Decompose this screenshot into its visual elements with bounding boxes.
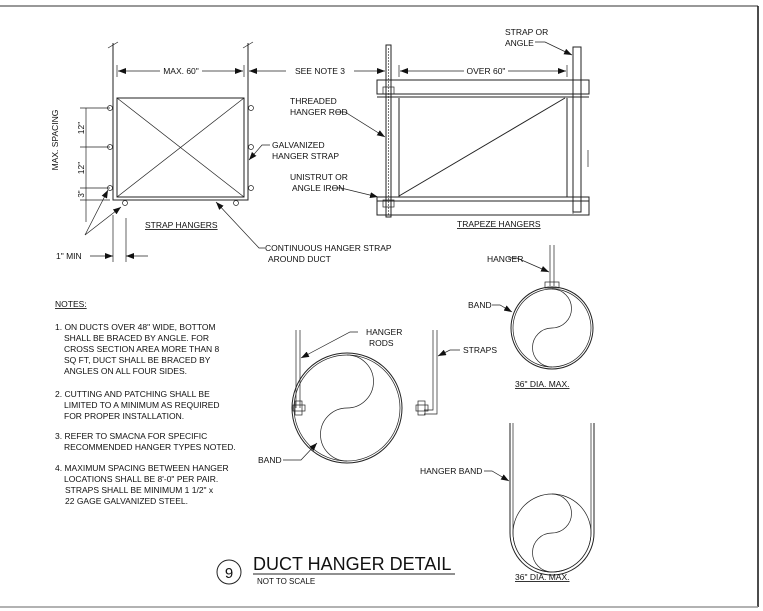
note-line: 22 GAGE GALVANIZED STEEL. [65,496,188,506]
note-line: 4. MAXIMUM SPACING BETWEEN HANGER [55,463,229,473]
note-line: 1. ON DUCTS OVER 48" WIDE, BOTTOM [55,322,216,332]
strap-hangers-title: STRAP HANGERS [145,220,218,230]
note-line: RECOMMENDED HANGER TYPES NOTED. [64,442,236,452]
note-line: FOR PROPER INSTALLATION. [64,411,184,421]
hanger-rods-label-2: RODS [369,338,394,348]
spacing-dim-2: 12" [76,162,86,174]
dia-max-label: 36" DIA. MAX. [515,379,570,389]
detail-number: 9 [225,565,233,582]
hanger-band-label: HANGER BAND [420,466,482,476]
notes-block: NOTES: 1. ON DUCTS OVER 48" WIDE, BOTTOM… [55,299,236,506]
min-label: 1" MIN [56,251,82,261]
note-line: STRAPS SHALL BE MINIMUM 1 1/2" x [65,485,214,495]
threaded-rod-label-2: HANGER ROD [290,107,348,117]
note-line: 3. REFER TO SMACNA FOR SPECIFIC [55,431,207,441]
unistrut-label-2: ANGLE IRON [292,183,344,193]
screw-icons [107,105,254,206]
see-note-label: SEE NOTE 3 [295,66,345,76]
strap-width-dim: MAX. 60" [163,66,199,76]
hanger-label: HANGER [487,254,523,264]
strap-angle-label-1: STRAP OR [505,27,548,37]
galvanized-label-2: HANGER STRAP [272,151,339,161]
straps-label: STRAPS [463,345,497,355]
sheet-border [0,5,759,608]
note-line: SQ FT, DUCT SHALL BE BRACED BY [64,355,211,365]
trapeze-hanger-detail: OVER 60" TRAPEZE HANGERS THREADED HANGER… [290,27,590,229]
threaded-rod-label-1: THREADED [290,96,337,106]
band-label: BAND [468,300,492,310]
note-line: CROSS SECTION AREA MORE THAN 8 [64,344,220,354]
spacing-dim-1: 12" [76,122,86,134]
note-line: SHALL BE BRACED BY ANGLE. FOR [64,333,209,343]
round-duct-bottom: HANGER BAND 36" DIA. MAX. [420,423,595,582]
note-line: LOCATIONS SHALL BE 8'-0" PER PAIR. [64,474,218,484]
scale-label: NOT TO SCALE [257,577,315,586]
strap-angle-label-2: ANGLE [505,38,534,48]
detail-title: DUCT HANGER DETAIL [253,554,451,574]
dia-max-label: 36" DIA. MAX. [515,572,570,582]
note-line: 2. CUTTING AND PATCHING SHALL BE [55,389,210,399]
continuous-strap-label-2: AROUND DUCT [268,254,331,264]
spacing-dim-3: 3" [77,190,86,197]
band-label: BAND [258,455,282,465]
round-duct-top: HANGER BAND 36" DIA. MAX. [468,245,594,389]
max-spacing-label: MAX. SPACING [50,110,60,171]
galvanized-label-1: GALVANIZED [272,140,325,150]
note-line: LIMITED TO A MINIMUM AS REQUIRED [64,400,220,410]
note-line: ANGLES ON ALL FOUR SIDES. [64,366,187,376]
continuous-strap-label-1: CONTINUOUS HANGER STRAP [265,243,392,253]
trapeze-width-dim: OVER 60" [467,66,506,76]
round-duct-large: HANGER RODS STRAPS BAND [258,327,497,465]
strap-hanger-detail: MAX. 60" SEE NOTE 3 12" 12" 3" MAX. SPAC… [50,41,392,264]
title-block: 9 DUCT HANGER DETAIL NOT TO SCALE [216,554,455,586]
trapeze-hangers-title: TRAPEZE HANGERS [457,219,541,229]
unistrut-label-1: UNISTRUT OR [290,172,348,182]
notes-heading: NOTES: [55,299,87,309]
hanger-rods-label-1: HANGER [366,327,402,337]
